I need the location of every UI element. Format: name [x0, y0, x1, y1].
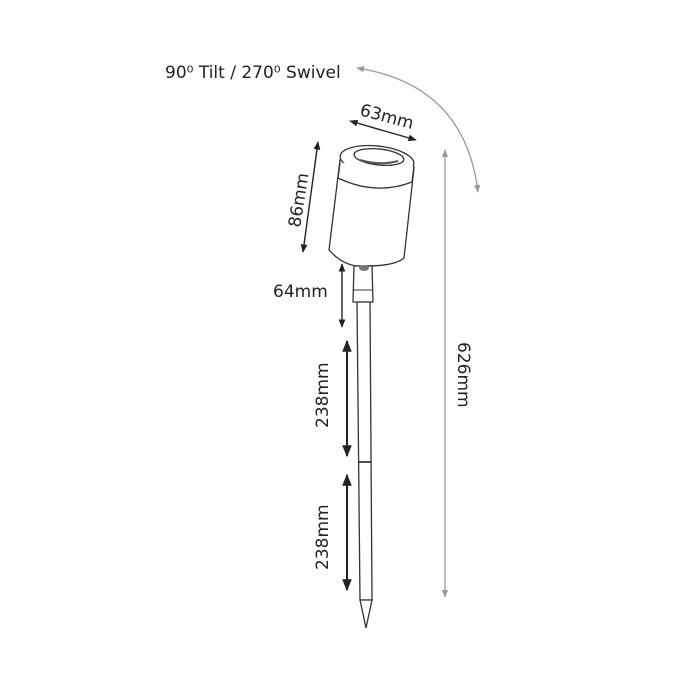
- stake-upper-label: 238mm: [313, 362, 333, 428]
- head-width-arrow: [349, 119, 417, 142]
- stem-and-stake: [352, 265, 374, 629]
- head-width-label: 63mm: [358, 101, 416, 134]
- stake-lower-label: 238mm: [313, 504, 333, 570]
- head-height-label: 86mm: [285, 172, 313, 229]
- overall-height-label: 626mm: [453, 342, 473, 408]
- lamp-head: [328, 144, 415, 267]
- tilt-swivel-label: 90⁰ Tilt / 270⁰ Swivel: [165, 63, 341, 83]
- swivel-arc-arrow: [356, 66, 481, 193]
- head-height-arrow: [300, 141, 321, 253]
- neck-length-label: 64mm: [273, 282, 328, 302]
